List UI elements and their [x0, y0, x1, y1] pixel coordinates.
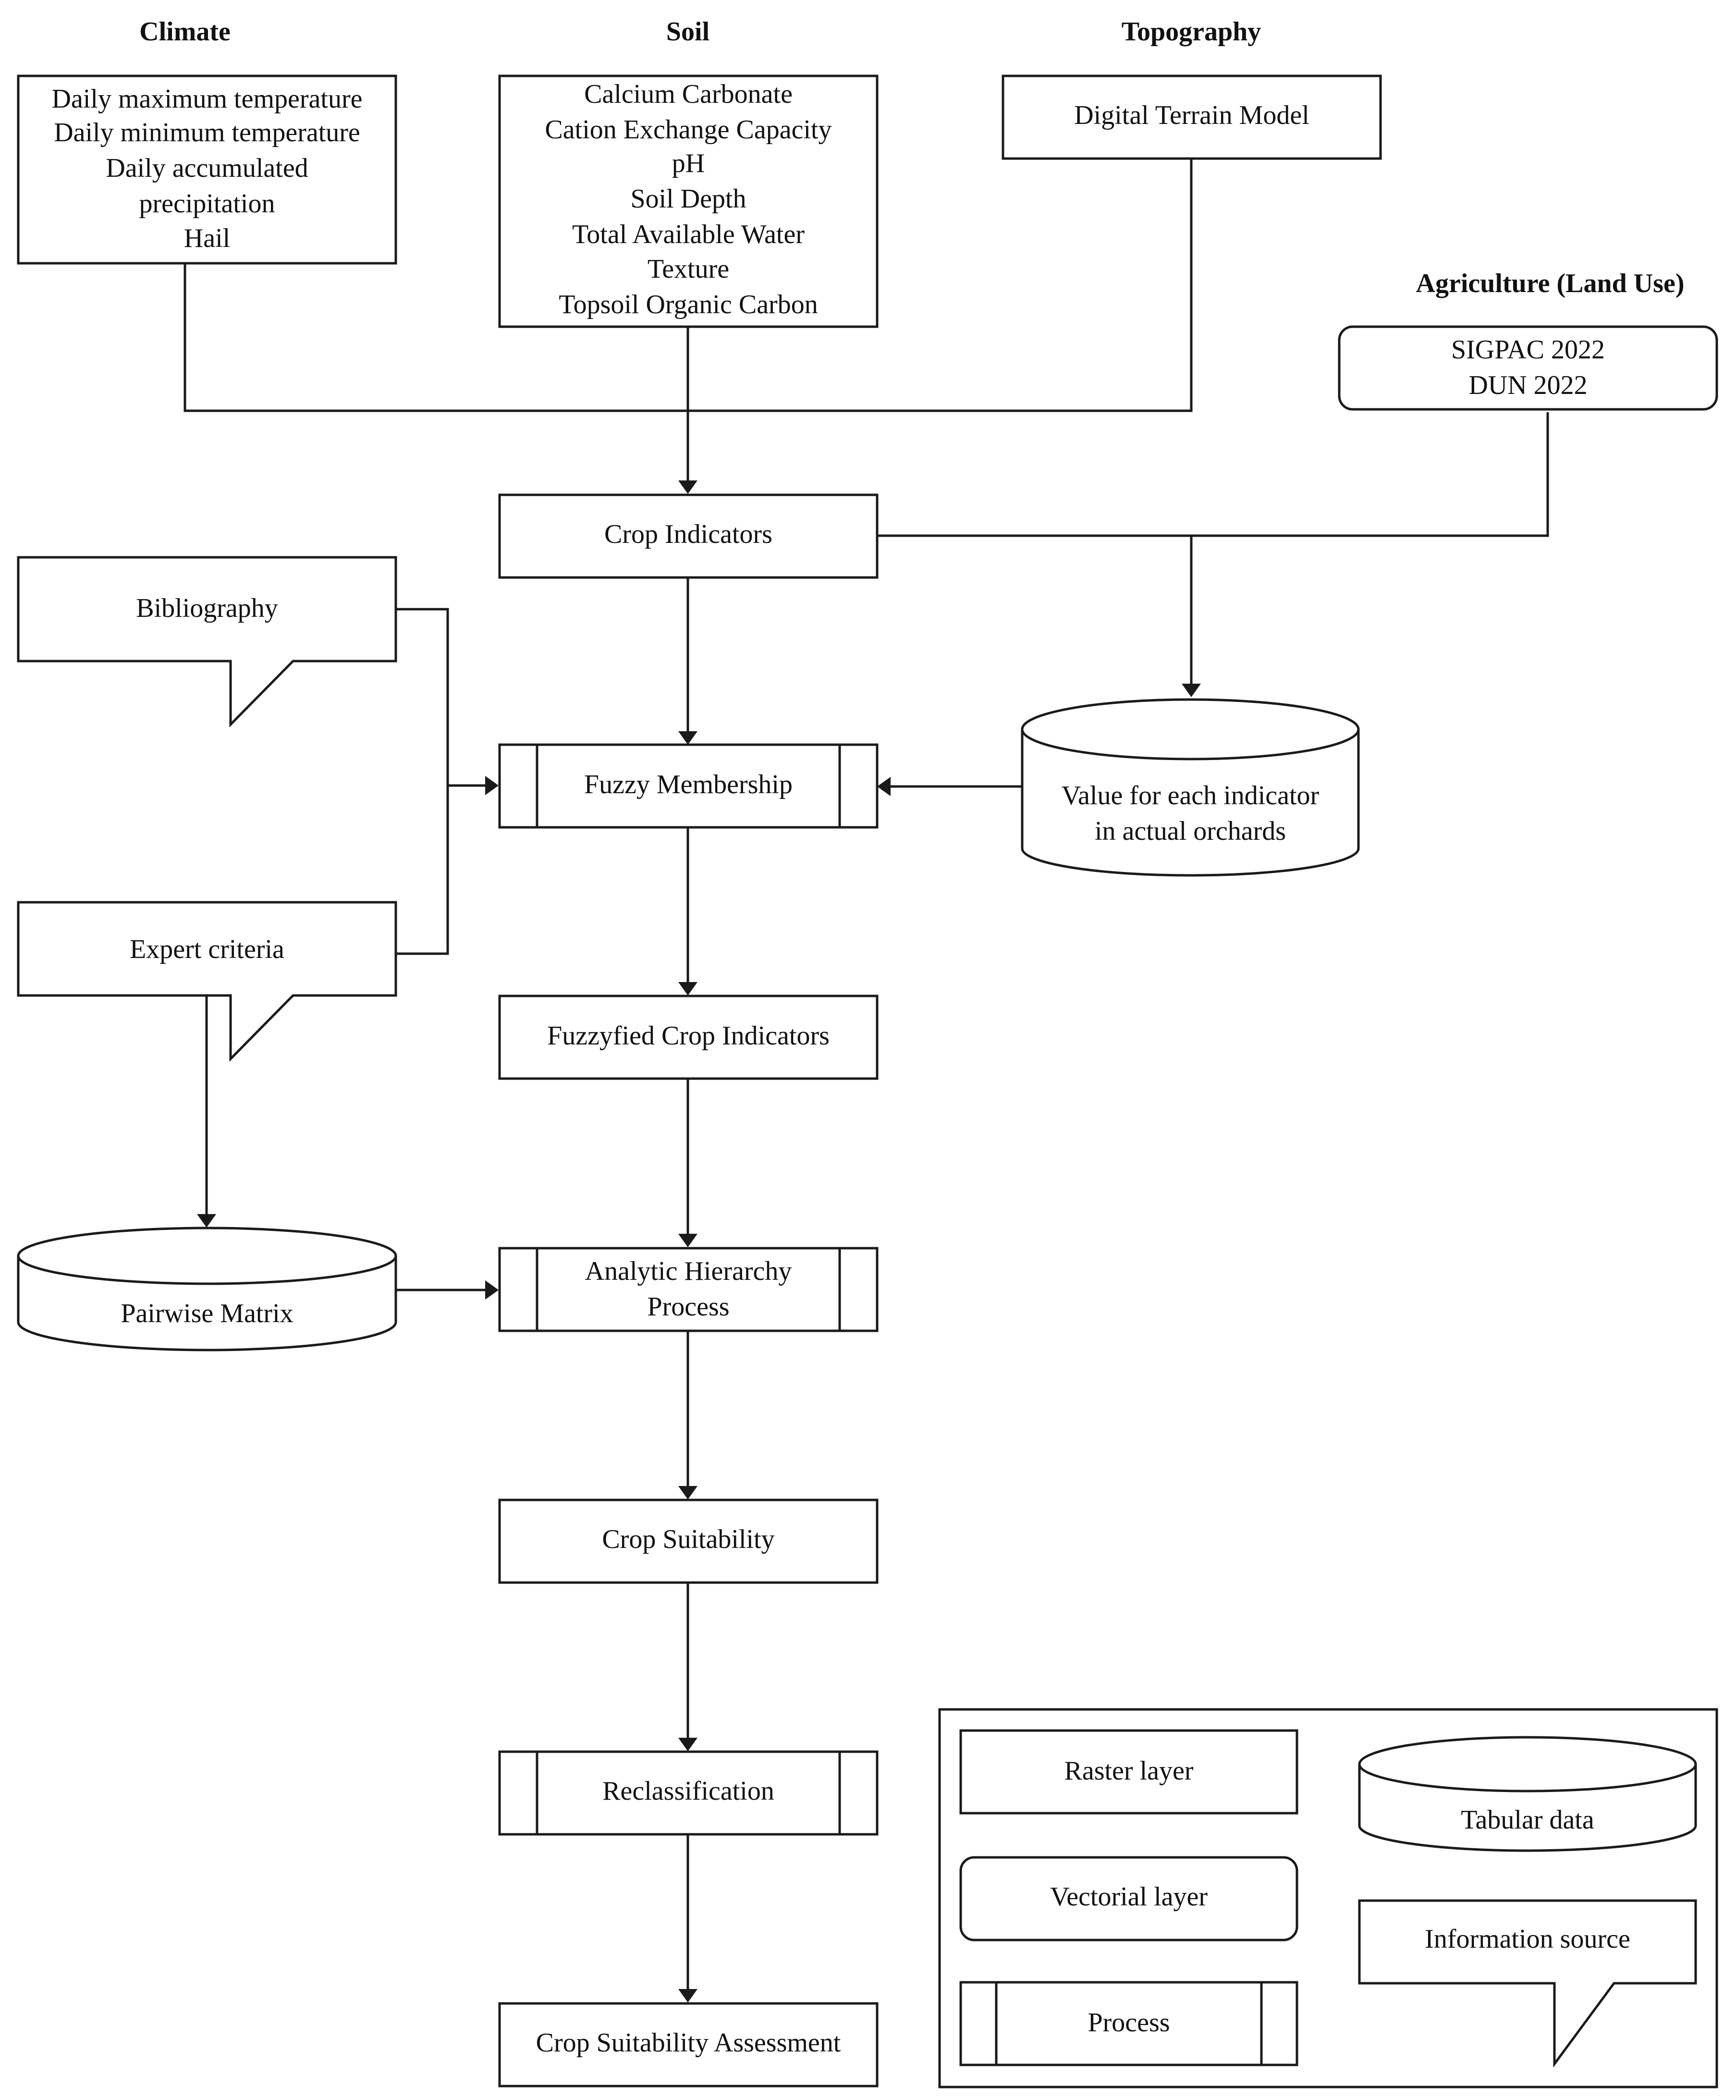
orchard-values-tabular: Value for each indicator in actual orcha…: [1021, 698, 1360, 877]
climate-item-daily-min-temp: Daily minimum temperature: [54, 118, 360, 147]
arrowhead-suitability: [678, 1486, 697, 1499]
arrowhead-fuzzy-right: [877, 777, 891, 796]
bibliography-label: Bibliography: [136, 593, 278, 623]
soil-item-calcium-carbonate: Calcium Carbonate: [584, 79, 793, 109]
arrowhead-crop-indicators: [678, 480, 697, 494]
ahp-process: Analytic Hierarchy Process: [498, 1247, 879, 1332]
connector-bibliography-to-bus: [396, 608, 449, 786]
soil-raster-node: Calcium Carbonate Cation Exchange Capaci…: [498, 74, 879, 328]
pairwise-matrix-label: Pairwise Matrix: [121, 1299, 293, 1328]
bibliography-source-node: Bibliography: [17, 556, 397, 728]
arrowhead-reclassification: [678, 1738, 697, 1751]
reclassification-process: Reclassification: [498, 1750, 879, 1836]
agriculture-item-dun: DUN 2022: [1468, 370, 1587, 400]
arrowhead-orchard-values: [1182, 684, 1201, 697]
fuzzyfied-indicators-node: Fuzzyfied Crop Indicators: [498, 995, 879, 1080]
arrowhead-fuzzyfied: [678, 982, 697, 995]
legend-raster-label: Raster layer: [1064, 1756, 1194, 1786]
connector-topography-to-merge: [688, 159, 1193, 412]
ahp-label-line-2: Process: [647, 1292, 729, 1322]
reclassification-label: Reclassification: [602, 1776, 774, 1806]
crop-suitability-assessment-label: Crop Suitability Assessment: [536, 2028, 841, 2058]
legend-vectorial-layer: Vectorial layer: [959, 1856, 1298, 1941]
agriculture-vectorial-node: SIGPAC 2022 DUN 2022: [1338, 325, 1718, 411]
connector-expert-to-bus: [396, 786, 449, 955]
legend-tabular-data: Tabular data: [1358, 1736, 1697, 1852]
agriculture-item-sigpac: SIGPAC 2022: [1451, 335, 1605, 365]
header-climate: Climate: [139, 17, 231, 47]
fuzzyfied-indicators-label: Fuzzyfied Crop Indicators: [547, 1021, 830, 1051]
ahp-label-line-1: Analytic Hierarchy: [585, 1256, 792, 1286]
topography-item-dtm: Digital Terrain Model: [1074, 100, 1309, 130]
arrowhead-pairwise: [197, 1214, 216, 1228]
legend: Raster layer Tabular data Vectorial laye…: [938, 1708, 1718, 2088]
header-soil: Soil: [666, 17, 709, 47]
legend-process: Process: [959, 1981, 1298, 2066]
climate-item-daily-max-temp: Daily maximum temperature: [52, 84, 363, 114]
connector-agriculture-to-junction: [1191, 412, 1549, 537]
crop-indicators-node: Crop Indicators: [498, 493, 879, 579]
fuzzy-membership-label: Fuzzy Membership: [584, 770, 793, 799]
soil-item-texture: Texture: [648, 254, 729, 284]
expert-criteria-label: Expert criteria: [130, 934, 284, 964]
arrowhead-fuzzy-top: [678, 731, 697, 745]
climate-raster-node: Daily maximum temperature Daily minimum …: [17, 74, 397, 265]
header-agriculture: Agriculture (Land Use): [1416, 269, 1685, 298]
arrowhead-assessment: [678, 1989, 697, 2002]
crop-suitability-label: Crop Suitability: [602, 1524, 774, 1554]
soil-item-cation-exchange: Cation Exchange Capacity: [545, 115, 831, 145]
soil-item-ph: pH: [672, 148, 705, 178]
arrowhead-fuzzy-left: [485, 776, 499, 795]
legend-raster-layer: Raster layer: [959, 1729, 1298, 1815]
climate-item-precipitation: precipitation: [139, 189, 275, 219]
arrowhead-ahp-top: [678, 1234, 697, 1247]
connectors: [183, 159, 1549, 2002]
fuzzy-membership-process: Fuzzy Membership: [498, 743, 879, 829]
soil-item-total-available-water: Total Available Water: [572, 220, 805, 249]
legend-information-source-label: Information source: [1425, 1924, 1630, 1954]
soil-item-topsoil-organic-carbon: Topsoil Organic Carbon: [559, 290, 818, 319]
header-topography: Topography: [1122, 17, 1261, 47]
crop-suitability-node: Crop Suitability: [498, 1498, 879, 1584]
crop-indicators-label: Crop Indicators: [604, 519, 772, 549]
soil-item-soil-depth: Soil Depth: [630, 184, 746, 214]
legend-process-label: Process: [1088, 2008, 1170, 2038]
orchard-values-line-2: in actual orchards: [1095, 816, 1286, 846]
crop-suitability-assessment-node: Crop Suitability Assessment: [498, 2002, 879, 2088]
orchard-values-line-1: Value for each indicator: [1062, 781, 1320, 811]
climate-item-hail: Hail: [184, 223, 230, 253]
expert-criteria-source-node: Expert criteria: [17, 901, 397, 1062]
connector-climate-to-merge: [183, 263, 688, 412]
legend-tabular-label: Tabular data: [1461, 1805, 1594, 1835]
topography-raster-node: Digital Terrain Model: [1002, 74, 1382, 160]
pairwise-matrix-tabular: Pairwise Matrix: [17, 1227, 397, 1351]
legend-information-source: Information source: [1358, 1899, 1697, 2068]
arrowhead-ahp-left: [485, 1280, 499, 1300]
climate-item-daily-accumulated: Daily accumulated: [106, 153, 308, 183]
legend-vectorial-label: Vectorial layer: [1050, 1882, 1208, 1912]
